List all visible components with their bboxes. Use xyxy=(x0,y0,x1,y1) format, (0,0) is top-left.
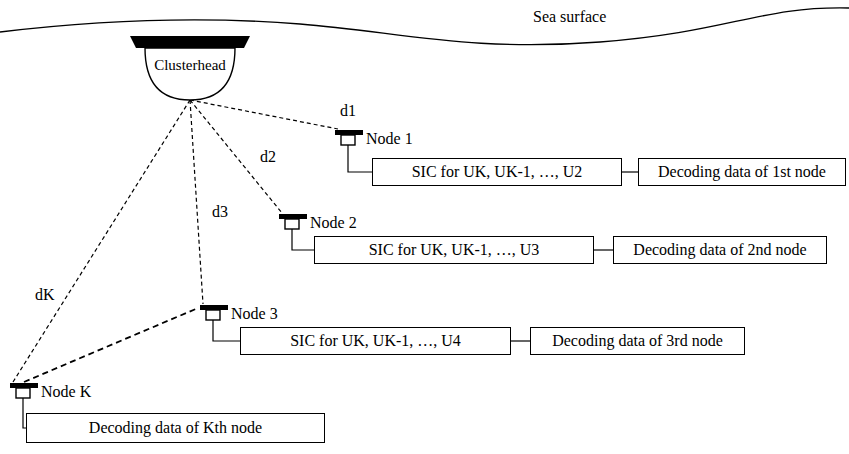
sensor-body xyxy=(285,219,299,229)
connector xyxy=(13,100,190,382)
sensor-bar xyxy=(200,305,228,310)
sensor-bar xyxy=(335,130,363,135)
process-box: Decoding data of 2nd node xyxy=(613,236,827,264)
plain-label: Sea surface xyxy=(533,8,606,26)
sensor-node: Node 3 xyxy=(200,305,282,323)
node-label: Node K xyxy=(41,383,91,401)
distance-label: dK xyxy=(35,286,55,304)
box-label: Clusterhead xyxy=(130,56,250,74)
connector xyxy=(190,100,282,213)
connector xyxy=(213,320,240,341)
box-label: SIC for UK, UK-1, …, U2 xyxy=(412,159,583,185)
connector xyxy=(190,100,338,129)
sensor-body xyxy=(206,310,220,320)
sensor-node: Node K xyxy=(10,383,96,401)
box-label: SIC for UK, UK-1, …, U4 xyxy=(290,328,461,354)
process-box: Decoding data of 3rd node xyxy=(530,327,745,355)
process-box: Decoding data of Kth node xyxy=(26,413,325,443)
buoy-bowl xyxy=(145,48,235,100)
distance-label: d1 xyxy=(340,102,356,120)
distance-label: d3 xyxy=(212,203,228,221)
clusterhead-buoy: Clusterhead xyxy=(130,36,250,102)
box-label: Decoding data of 2nd node xyxy=(633,237,806,263)
sensor-body xyxy=(16,388,30,398)
box-label: Decoding data of Kth node xyxy=(89,414,262,442)
sensor-node: Node 2 xyxy=(279,214,361,232)
sensor-bar xyxy=(10,383,38,388)
sensor-node: Node 1 xyxy=(335,130,417,148)
connector xyxy=(511,340,530,341)
sensor-bar xyxy=(279,214,307,219)
node-label: Node 3 xyxy=(231,305,278,323)
connector xyxy=(190,100,203,304)
node-label: Node 2 xyxy=(310,214,357,232)
connector xyxy=(24,308,198,382)
box-label: Decoding data of 1st node xyxy=(658,159,826,185)
connector xyxy=(622,171,638,172)
sensor-icon xyxy=(279,214,307,232)
box-label: SIC for UK, UK-1, …, U3 xyxy=(369,237,540,263)
process-box: SIC for UK, UK-1, …, U3 xyxy=(314,236,594,264)
buoy-top-bar xyxy=(130,36,250,48)
sensor-icon xyxy=(200,305,228,323)
sensor-icon xyxy=(335,130,363,148)
process-box: SIC for UK, UK-1, …, U2 xyxy=(372,158,622,186)
connector xyxy=(594,249,613,250)
connector xyxy=(348,145,372,172)
process-box: SIC for UK, UK-1, …, U4 xyxy=(240,327,511,355)
sensor-icon xyxy=(10,383,38,401)
box-label: Decoding data of 3rd node xyxy=(552,328,723,354)
connector xyxy=(292,229,314,250)
sensor-body xyxy=(341,135,355,145)
distance-label: d2 xyxy=(260,148,276,166)
node-label: Node 1 xyxy=(366,130,413,148)
sea-surface-line xyxy=(0,8,849,45)
process-box: Decoding data of 1st node xyxy=(638,158,846,186)
